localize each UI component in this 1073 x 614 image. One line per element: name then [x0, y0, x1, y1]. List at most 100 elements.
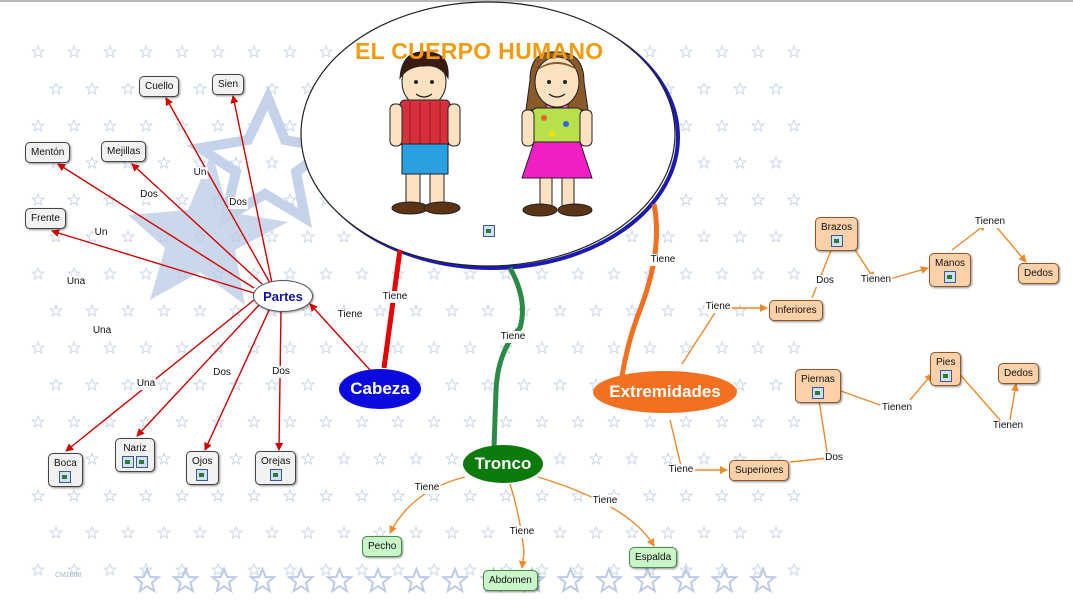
link-partes-mejillas[interactable]: Dos: [139, 189, 159, 201]
concept-abdomen[interactable]: Abdomen: [483, 570, 538, 591]
star-icon: [172, 568, 199, 592]
link-tronco-pecho[interactable]: Tiene: [413, 482, 441, 494]
image-icon[interactable]: [269, 469, 282, 481]
link-main-extremidades[interactable]: Tiene: [649, 254, 677, 266]
star-outline-icon: [697, 156, 711, 169]
link-main-cabeza[interactable]: Tiene: [381, 291, 409, 303]
star-outline-icon: [49, 304, 63, 317]
star-outline-icon: [625, 526, 639, 539]
image-icon[interactable]: [944, 271, 956, 283]
link-cabeza-partes[interactable]: Tiene: [336, 309, 364, 321]
image-icon[interactable]: [59, 471, 72, 483]
star-outline-icon: [103, 341, 117, 354]
link-partes-boca[interactable]: Una: [91, 325, 113, 337]
star-outline-icon: [643, 341, 657, 354]
link-superiores-piernas[interactable]: Dos: [824, 452, 844, 464]
link-tronco-espalda[interactable]: Tiene: [591, 495, 619, 507]
star-outline-icon: [355, 415, 369, 428]
star-outline-icon: [445, 304, 459, 317]
link-partes-frente[interactable]: Una: [65, 276, 87, 288]
link-partes-menton[interactable]: Un: [93, 227, 109, 239]
concept-boca[interactable]: Boca: [48, 453, 83, 488]
concept-nariz[interactable]: Nariz: [115, 438, 155, 473]
star-outline-icon: [373, 452, 387, 465]
concept-ojos[interactable]: Ojos: [186, 451, 219, 486]
image-icon[interactable]: [122, 456, 134, 468]
link-tronco-abdomen[interactable]: Tiene: [508, 526, 536, 538]
star-outline-icon: [589, 304, 603, 317]
concept-pies[interactable]: Pies: [930, 352, 962, 387]
star-outline-icon: [751, 193, 765, 206]
concept-piernas[interactable]: Piernas: [795, 369, 841, 404]
star-outline-icon: [85, 378, 99, 391]
link-manos-dedos[interactable]: Tienen: [973, 216, 1007, 228]
image-icon[interactable]: [939, 370, 952, 382]
star-outline-icon: [373, 304, 387, 317]
link-main-tronco[interactable]: Tiene: [499, 331, 527, 343]
star-outline-icon: [229, 526, 243, 539]
star-outline-icon: [157, 304, 171, 317]
image-icon[interactable]: [136, 456, 148, 468]
star-outline-icon: [769, 378, 783, 391]
star-outline-icon: [445, 526, 459, 539]
link-partes-nariz[interactable]: Una: [135, 378, 157, 390]
concept-inferiores[interactable]: Inferiores: [769, 300, 823, 321]
link-partes-cuello[interactable]: Un: [192, 167, 208, 179]
concept-dedos-pies[interactable]: Dedos: [998, 363, 1039, 384]
concept-piernas-label: Piernas: [801, 374, 835, 385]
star-outline-icon: [625, 452, 639, 465]
link-partes-orejas[interactable]: Dos: [271, 366, 291, 378]
image-icon[interactable]: [196, 469, 209, 481]
concept-cabeza[interactable]: Cabeza: [339, 369, 421, 409]
concept-sien[interactable]: Sien: [212, 74, 245, 95]
watermark-stamp: CM2008: [55, 572, 82, 579]
concept-pecho[interactable]: Pecho: [362, 536, 403, 557]
star-outline-icon: [175, 415, 189, 428]
star-outline-icon: [769, 82, 783, 95]
concept-mejillas[interactable]: Mejillas: [101, 141, 147, 162]
star-outline-icon: [31, 119, 45, 132]
image-icon[interactable]: [811, 387, 824, 399]
concept-dedos-manos[interactable]: Dedos: [1018, 263, 1059, 284]
map-title: EL CUERPO HUMANO: [355, 38, 604, 64]
star-outline-icon: [283, 563, 297, 576]
star-outline-icon: [733, 156, 747, 169]
concept-superiores[interactable]: Superiores: [729, 460, 790, 481]
image-icon[interactable]: [830, 235, 843, 247]
link-partes-sien[interactable]: Dos: [228, 197, 248, 209]
link-pies-dedos[interactable]: Tienen: [991, 420, 1025, 432]
star-outline-icon: [355, 341, 369, 354]
star-outline-icon: [571, 267, 585, 280]
concept-manos[interactable]: Manos: [929, 253, 972, 288]
star-outline-icon: [265, 378, 279, 391]
star-outline-icon: [355, 267, 369, 280]
concept-frente[interactable]: Frente: [25, 208, 66, 229]
image-icon[interactable]: [483, 225, 495, 237]
star-outline-icon: [193, 304, 207, 317]
concept-partes[interactable]: Partes: [253, 280, 313, 312]
star-outline-icon: [463, 341, 477, 354]
star-outline-icon: [787, 341, 801, 354]
concept-orejas[interactable]: Orejas: [255, 451, 297, 486]
star-outline-icon: [751, 45, 765, 58]
star-outline-icon: [553, 304, 567, 317]
star-outline-icon: [715, 193, 729, 206]
link-ext-superiores[interactable]: Tiene: [667, 464, 695, 476]
star-outline-icon: [193, 378, 207, 391]
link-piernas-pies[interactable]: Tienen: [880, 402, 914, 414]
concept-extremidades[interactable]: Extremidades: [593, 371, 737, 413]
concept-espalda[interactable]: Espalda: [629, 547, 678, 568]
star-outline-icon: [31, 267, 45, 280]
concept-tronco[interactable]: Tronco: [463, 445, 543, 483]
concept-brazos[interactable]: Brazos: [815, 217, 859, 252]
concept-cuello[interactable]: Cuello: [139, 76, 180, 97]
star-outline-icon: [769, 526, 783, 539]
link-brazos-manos[interactable]: Tienen: [859, 274, 893, 286]
star-outline-icon: [157, 526, 171, 539]
star-outline-icon: [139, 45, 153, 58]
concept-menton[interactable]: Mentón: [25, 142, 71, 163]
link-inferiores-brazos[interactable]: Dos: [815, 275, 835, 287]
star-outline-icon: [463, 489, 477, 502]
link-partes-ojos[interactable]: Dos: [212, 367, 232, 379]
link-ext-inferiores[interactable]: Tiene: [704, 301, 732, 313]
